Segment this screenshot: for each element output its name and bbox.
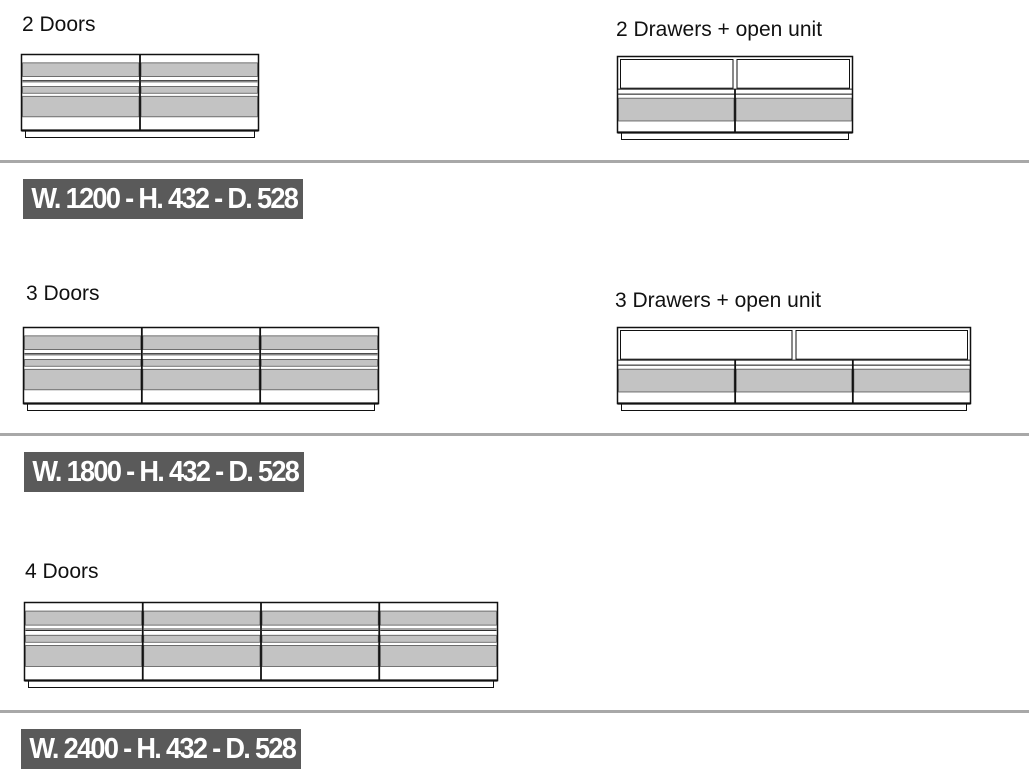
open-compartment bbox=[620, 330, 793, 360]
label-2-doors: 2 Doors bbox=[22, 13, 96, 36]
sideboard-2-doors bbox=[20, 53, 260, 138]
open-compartment bbox=[736, 59, 850, 89]
door-panel bbox=[143, 610, 261, 626]
section-divider bbox=[0, 433, 1029, 436]
door-panel bbox=[260, 359, 378, 367]
door-panel bbox=[142, 335, 260, 350]
door-panel bbox=[261, 610, 379, 626]
door-panel bbox=[143, 634, 261, 643]
door-panel bbox=[22, 95, 140, 118]
plinth bbox=[25, 130, 255, 138]
drawer-front bbox=[735, 97, 852, 122]
door-panel bbox=[142, 359, 260, 367]
sideboard-4-doors bbox=[23, 601, 499, 688]
door-panel bbox=[260, 335, 378, 350]
door-panel bbox=[143, 645, 261, 667]
door-panel bbox=[261, 634, 379, 643]
plinth bbox=[28, 680, 494, 688]
drawer-front bbox=[618, 97, 735, 122]
dimensions-badge: W. 2400 - H. 432 - D. 528 bbox=[21, 729, 301, 769]
sideboard-3-drawers-open-unit bbox=[616, 326, 972, 411]
door-panel bbox=[22, 62, 140, 77]
label-3-doors: 3 Doors bbox=[26, 282, 100, 305]
door-panel bbox=[24, 368, 142, 391]
door-panel bbox=[261, 645, 379, 667]
door-panel bbox=[140, 95, 258, 118]
door-panel bbox=[140, 62, 258, 77]
plinth bbox=[27, 403, 375, 411]
door-panel bbox=[25, 645, 143, 667]
drawer-front bbox=[853, 368, 970, 393]
section-divider bbox=[0, 160, 1029, 163]
drawer-front bbox=[735, 368, 853, 393]
sideboard-2-drawers-open-unit bbox=[616, 55, 854, 140]
door-panel bbox=[260, 368, 378, 391]
section-divider bbox=[0, 710, 1029, 713]
door-panel bbox=[25, 634, 143, 643]
open-compartment bbox=[795, 330, 968, 360]
drawer-front bbox=[618, 368, 735, 393]
door-panel bbox=[379, 634, 497, 643]
door-panel bbox=[142, 368, 260, 391]
door-panel bbox=[22, 86, 140, 94]
plinth bbox=[621, 132, 849, 140]
dimensions-badge: W. 1200 - H. 432 - D. 528 bbox=[23, 179, 303, 219]
dimensions-badge: W. 1800 - H. 432 - D. 528 bbox=[24, 452, 304, 492]
door-panel bbox=[379, 645, 497, 667]
door-panel bbox=[379, 610, 497, 626]
label-2-drawers-open-unit: 2 Drawers + open unit bbox=[616, 18, 823, 41]
plinth bbox=[621, 403, 967, 411]
door-panel bbox=[140, 86, 258, 94]
door-panel bbox=[24, 335, 142, 350]
sideboard-3-doors bbox=[22, 326, 380, 411]
door-panel bbox=[25, 610, 143, 626]
door-panel bbox=[24, 359, 142, 367]
open-compartment bbox=[620, 59, 734, 89]
label-4-doors: 4 Doors bbox=[25, 560, 99, 583]
label-3-drawers-open-unit: 3 Drawers + open unit bbox=[615, 289, 822, 312]
